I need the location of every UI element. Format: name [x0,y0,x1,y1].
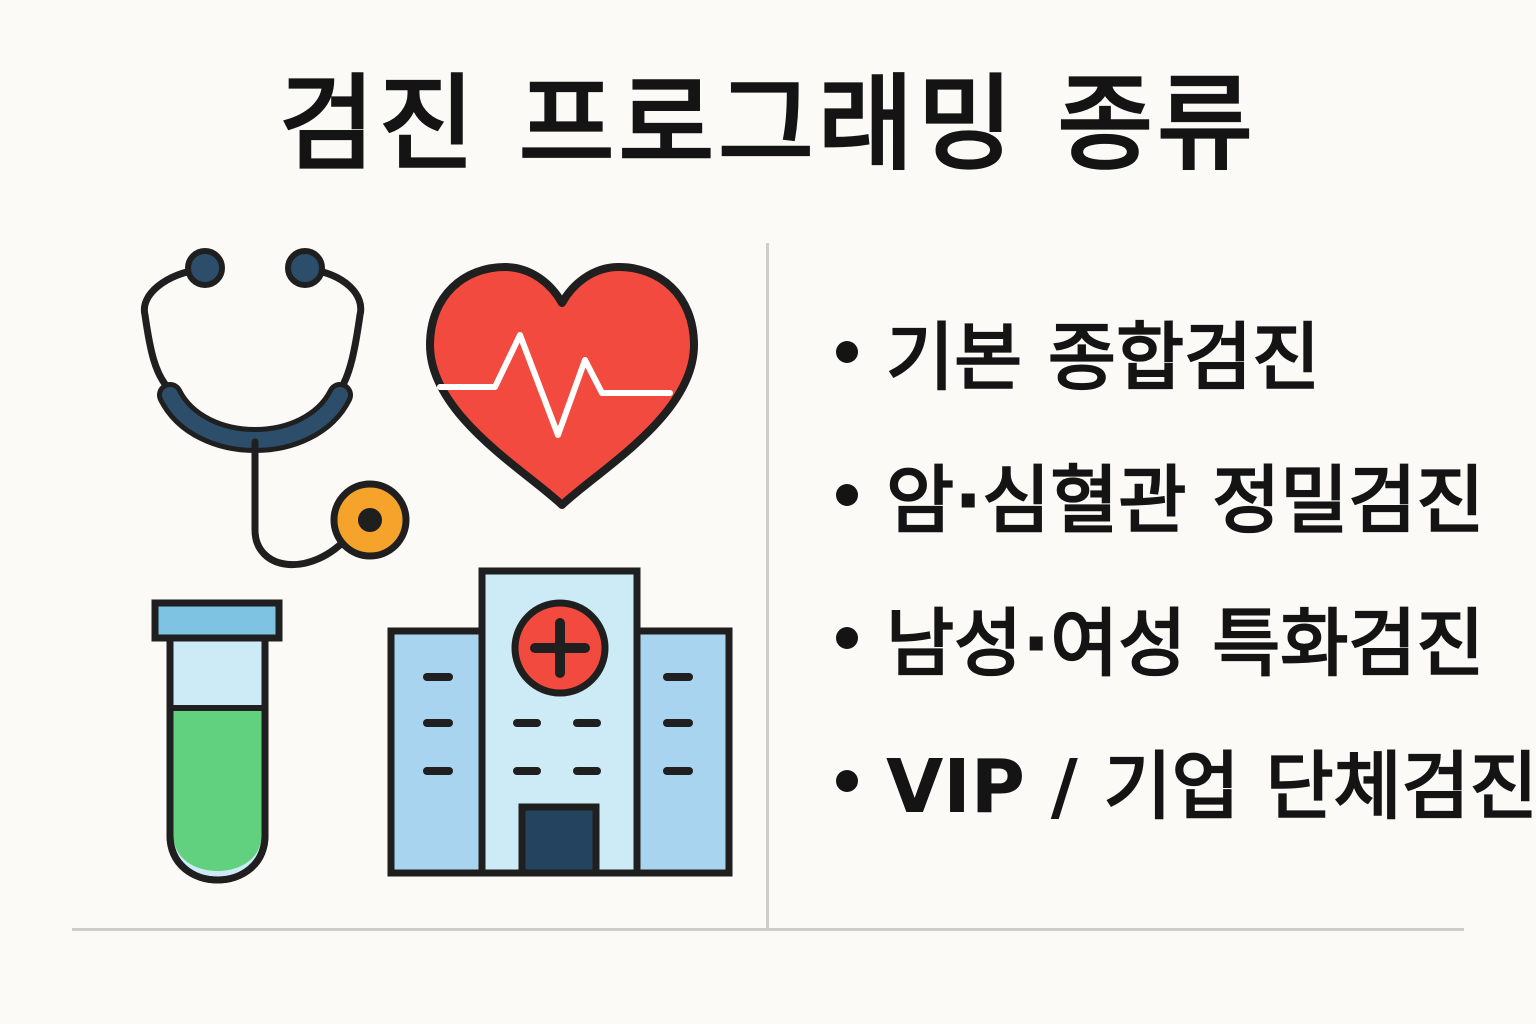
list-item: VIP / 기업 단체검진 [836,709,1536,852]
list-item: 기본 종합검진 [836,280,1536,423]
bullet-icon [836,626,858,649]
heart-pulse-icon [426,263,698,509]
program-type-list: 기본 종합검진 암·심혈관 정밀검진 남성·여성 특화검진 VIP / 기업 단… [836,280,1536,852]
list-item: 남성·여성 특화검진 [836,566,1536,709]
bullet-icon [836,340,858,363]
list-item: 암·심혈관 정밀검진 [836,423,1536,566]
bullet-icon [836,483,858,506]
horizontal-divider [72,928,1464,931]
bullet-icon [836,769,858,792]
stethoscope-icon [140,248,410,569]
vertical-divider [766,243,769,929]
page-title: 검진 프로그래밍 종류 [279,63,1257,185]
list-item-label: 암·심혈관 정밀검진 [886,458,1485,544]
test-tube-icon [151,599,283,884]
list-item-label: VIP / 기업 단체검진 [886,744,1536,830]
list-item-label: 기본 종합검진 [886,315,1321,401]
list-item-label: 남성·여성 특화검진 [886,601,1485,687]
hospital-building-icon [387,567,733,877]
